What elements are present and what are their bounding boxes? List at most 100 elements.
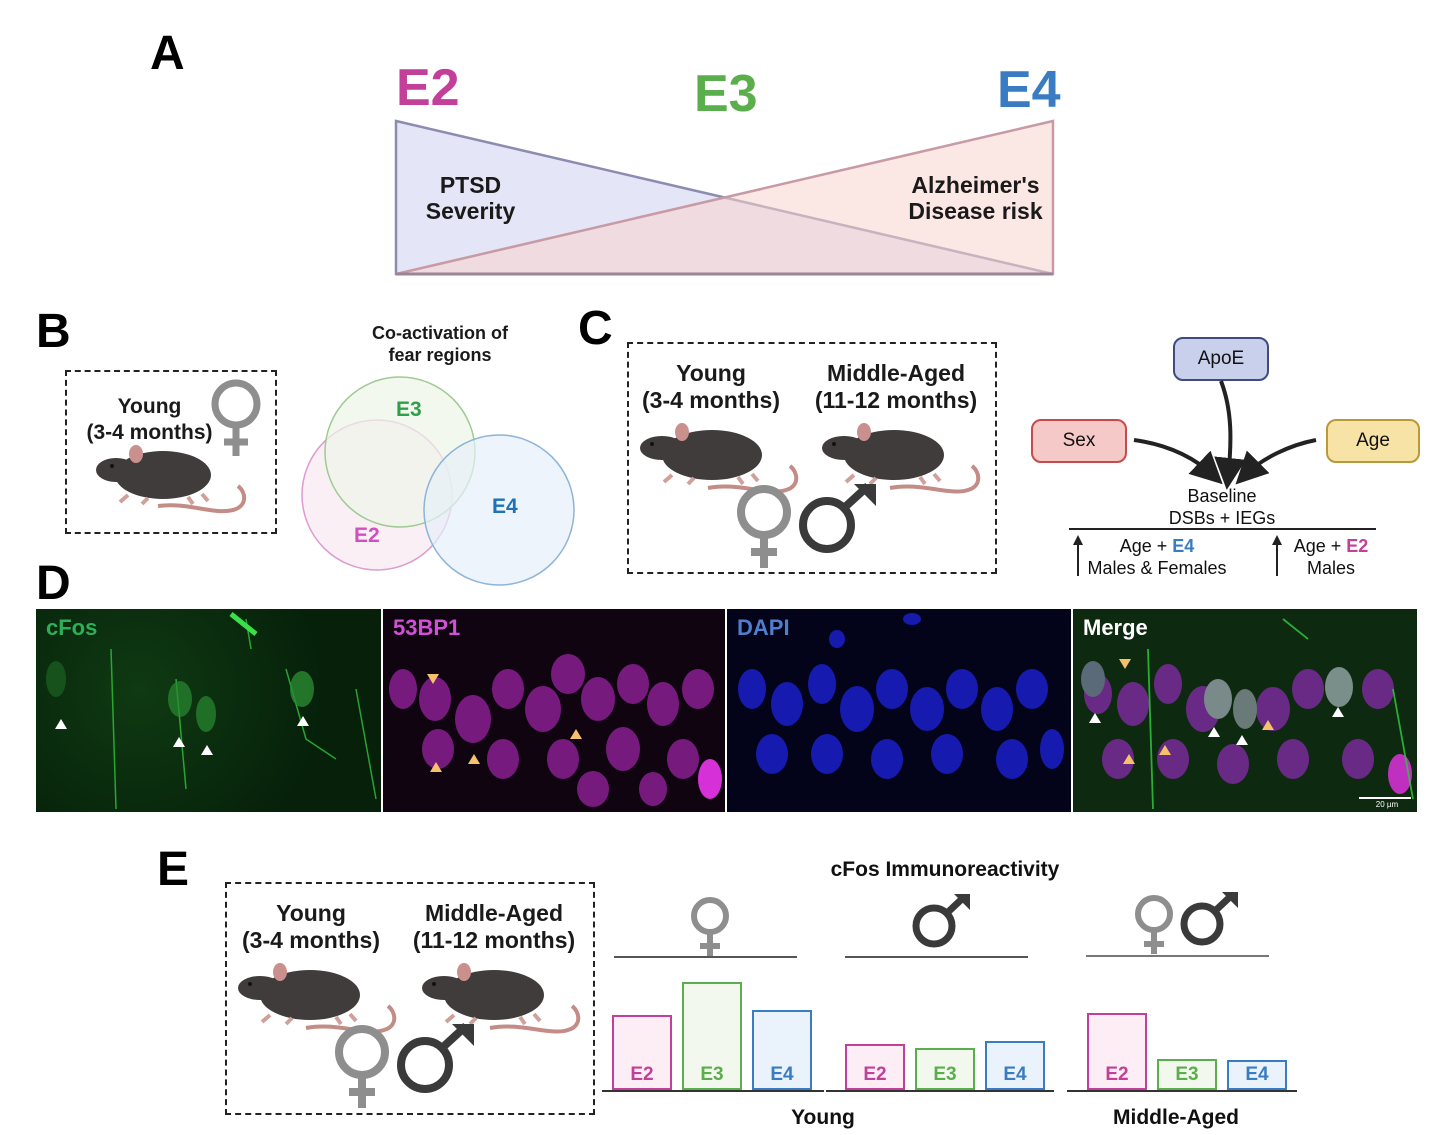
nuclei-53bp1 bbox=[389, 654, 722, 807]
nuclei-dapi bbox=[738, 613, 1064, 779]
white-arrowhead-icon bbox=[1332, 707, 1344, 717]
mouse-icon bbox=[96, 445, 247, 514]
x-group-label-middle-aged: Middle-Aged bbox=[1113, 1106, 1239, 1129]
yellow-arrowhead-icon bbox=[1119, 659, 1131, 669]
venn-circle-e4 bbox=[423, 434, 575, 586]
channel-label-merge: Merge bbox=[1083, 615, 1148, 640]
white-arrowhead-icon bbox=[201, 745, 213, 755]
panel-letter-a: A bbox=[150, 27, 185, 80]
yellow-arrowhead-icon bbox=[570, 729, 582, 739]
chart-title: cFos Immunoreactivity bbox=[830, 858, 1060, 881]
panel-letter-d: D bbox=[36, 557, 71, 610]
venn-diagram bbox=[301, 376, 575, 586]
finding-age-e2: Age + E2 Males bbox=[1293, 536, 1369, 578]
male-symbol-icon bbox=[912, 894, 970, 948]
white-arrowhead-icon bbox=[1236, 735, 1248, 745]
venn-title: Co-activation of fear regions bbox=[371, 323, 508, 365]
micrograph-cfos: cFos bbox=[36, 609, 381, 812]
bar-e3-group-2: E3 bbox=[915, 1048, 975, 1090]
white-arrowhead-icon bbox=[1089, 713, 1101, 723]
bar-e4-group-1: E4 bbox=[752, 1010, 812, 1090]
cohort-box-e bbox=[225, 882, 595, 1115]
bar-label: E4 bbox=[1003, 1064, 1027, 1085]
yellow-arrowhead-icon bbox=[468, 754, 480, 764]
x-axis-middle-aged bbox=[1067, 1090, 1297, 1092]
bar-e3-group-1: E3 bbox=[682, 982, 742, 1090]
male-symbol-icon bbox=[799, 483, 876, 553]
panel-letter-b: B bbox=[36, 305, 71, 358]
white-arrowhead-icon bbox=[297, 716, 309, 726]
arrow-age bbox=[1235, 438, 1317, 485]
female-symbol-icon bbox=[335, 1025, 389, 1108]
arrow-apoe bbox=[1214, 380, 1247, 490]
bar-e2-group-1: E2 bbox=[612, 1015, 672, 1090]
group-header-line bbox=[614, 956, 797, 958]
yellow-arrowhead-icon bbox=[1159, 745, 1171, 755]
bar-label: E3 bbox=[700, 1064, 724, 1085]
cohort-label-young: Young (3-4 months) bbox=[86, 395, 213, 444]
female-symbol-icon bbox=[1135, 895, 1173, 954]
group-header-line bbox=[845, 956, 1028, 958]
white-arrowhead-icon bbox=[55, 719, 67, 729]
x-axis-young-male bbox=[826, 1090, 1054, 1092]
female-symbol-icon bbox=[691, 897, 729, 956]
allele-label-e4: E4 bbox=[997, 61, 1061, 119]
bar-label: E4 bbox=[770, 1064, 794, 1085]
yellow-arrowhead-icon bbox=[1123, 754, 1135, 764]
x-group-label-young: Young bbox=[791, 1106, 855, 1129]
arrow-sex bbox=[1133, 438, 1223, 485]
mouse-icon bbox=[640, 423, 799, 494]
bar-e4-group-2: E4 bbox=[985, 1041, 1045, 1090]
yellow-arrowhead-icon bbox=[1262, 720, 1274, 730]
bar-label: E2 bbox=[863, 1064, 887, 1085]
factor-sex: Sex bbox=[1031, 419, 1127, 463]
risk-triangles-diagram bbox=[394, 119, 1055, 276]
channel-label-dapi: DAPI bbox=[737, 615, 790, 640]
cohort-box-b bbox=[65, 370, 277, 534]
finding-age-e4: Age + E4 Males & Females bbox=[1087, 536, 1227, 578]
panel-letter-e: E bbox=[157, 843, 190, 896]
bar-e4-group-3: E4 bbox=[1227, 1060, 1287, 1090]
mouse-icon bbox=[822, 423, 981, 494]
venn-label-e2: E2 bbox=[354, 524, 380, 547]
venn-label-e3: E3 bbox=[396, 398, 422, 421]
cohort-label-middle-aged-c: Middle-Aged (11-12 months) bbox=[814, 360, 978, 413]
white-arrowhead-icon bbox=[1208, 727, 1220, 737]
bar-e3-group-3: E3 bbox=[1157, 1059, 1217, 1090]
channel-label-cfos: cFos bbox=[46, 615, 98, 640]
yellow-arrowhead-icon bbox=[427, 674, 439, 684]
bar-e2-group-2: E2 bbox=[845, 1044, 905, 1090]
bar-label: E4 bbox=[1245, 1064, 1269, 1085]
yellow-arrowhead-icon bbox=[430, 762, 442, 772]
alzheimers-risk-label: Alzheimer's Disease risk bbox=[908, 172, 1043, 224]
cohort-label-young-c: Young (3-4 months) bbox=[642, 360, 780, 413]
allele-label-e3: E3 bbox=[694, 65, 758, 123]
factor-age: Age bbox=[1326, 419, 1420, 463]
bar-label: E3 bbox=[933, 1064, 957, 1085]
female-symbol-icon bbox=[737, 485, 791, 568]
panel-letter-c: C bbox=[578, 302, 613, 355]
male-symbol-icon bbox=[1180, 892, 1238, 946]
cohort-box-c bbox=[627, 342, 997, 574]
allele-label-e2: E2 bbox=[396, 59, 460, 117]
group-header-line bbox=[1086, 955, 1269, 957]
x-axis-young bbox=[602, 1090, 824, 1092]
channel-label-53bp1: 53BP1 bbox=[393, 615, 461, 640]
outcome-label: Baseline DSBs + IEGs bbox=[1168, 486, 1276, 528]
mouse-icon bbox=[422, 963, 581, 1034]
venn-label-e4: E4 bbox=[492, 495, 518, 518]
micrograph-merge: Merge 20 µm bbox=[1073, 609, 1417, 812]
white-arrowhead-icon bbox=[173, 737, 185, 747]
cohort-label-middle-aged-e: Middle-Aged (11-12 months) bbox=[412, 900, 576, 953]
bar-label: E2 bbox=[1105, 1064, 1129, 1085]
micrograph-53bp1: 53BP1 bbox=[383, 609, 725, 812]
nuclei-merge bbox=[1081, 618, 1414, 810]
ptsd-severity-label: PTSD Severity bbox=[425, 172, 516, 224]
factor-apoe: ApoE bbox=[1173, 337, 1269, 381]
bar-label: E2 bbox=[630, 1064, 654, 1085]
bar-label: E3 bbox=[1175, 1064, 1199, 1085]
micrograph-dapi: DAPI bbox=[727, 609, 1071, 812]
cohort-label-young-e: Young (3-4 months) bbox=[242, 900, 380, 953]
female-symbol-icon bbox=[211, 379, 261, 456]
